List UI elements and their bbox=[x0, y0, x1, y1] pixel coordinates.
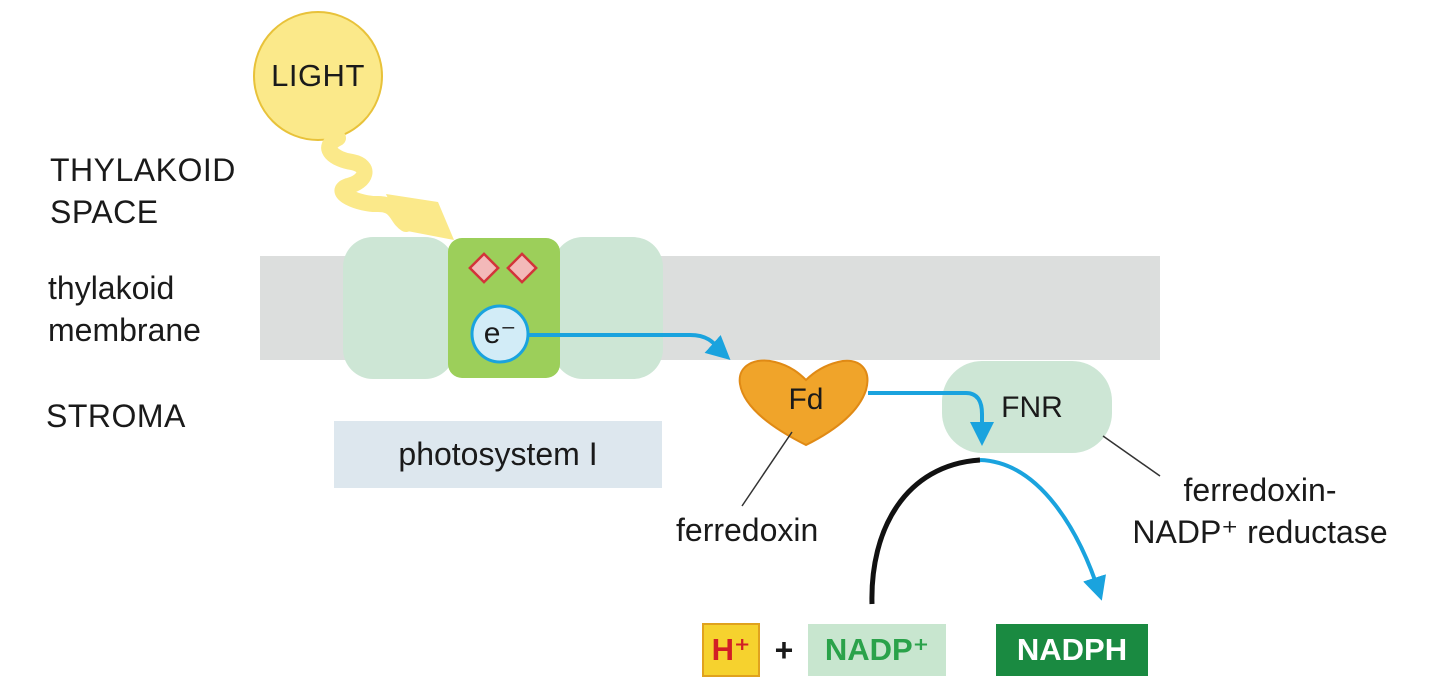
ferredoxin-leader-line bbox=[741, 431, 793, 507]
hplus-box bbox=[702, 623, 760, 677]
light-sun-icon bbox=[253, 11, 383, 141]
nadph-label: NADPH bbox=[1016, 632, 1128, 667]
fnr-caption-line1: ferredoxin- bbox=[1183, 472, 1337, 508]
thylakoid-space-label-line2: SPACE bbox=[50, 194, 159, 230]
light-label: LIGHT bbox=[271, 58, 365, 93]
membrane-label-line2: membrane bbox=[48, 312, 201, 348]
fnr-leader-line bbox=[1102, 435, 1161, 477]
photosystem-label: photosystem I bbox=[398, 436, 598, 472]
thylakoid-space-label-line1: THYLAKOID bbox=[50, 152, 236, 188]
electron-label: e⁻ bbox=[483, 317, 517, 350]
stroma-label: STROMA bbox=[46, 398, 186, 434]
fd-to-fnr-arrow bbox=[868, 391, 994, 446]
light-wave-arrowhead bbox=[386, 194, 454, 240]
electron-to-fd-arrow bbox=[528, 333, 731, 361]
photosystem-right-subunit bbox=[553, 237, 663, 379]
photosystem-label-box bbox=[334, 421, 662, 488]
nadph-box bbox=[996, 624, 1148, 676]
chlorophyll-right-icon bbox=[506, 252, 538, 284]
chlorophyll-left-icon bbox=[468, 252, 500, 284]
ferredoxin-protein bbox=[738, 359, 869, 447]
photosystem-left-subunit bbox=[343, 237, 455, 379]
reactant-arc bbox=[869, 457, 981, 605]
fnr-label: FNR bbox=[1001, 391, 1063, 424]
light-wave-ray bbox=[321, 130, 414, 232]
ferredoxin-caption: ferredoxin bbox=[676, 512, 819, 548]
nadp-box bbox=[808, 624, 946, 676]
nadp-label: NADP⁺ bbox=[824, 632, 930, 667]
hplus-label: H⁺ bbox=[711, 632, 751, 667]
fd-label: Fd bbox=[788, 383, 824, 416]
membrane-label-line1: thylakoid bbox=[48, 270, 175, 306]
plus-sign: + bbox=[774, 632, 794, 668]
product-arrow bbox=[979, 458, 1106, 601]
fnr-caption-line2: NADP⁺ reductase bbox=[1132, 514, 1388, 550]
